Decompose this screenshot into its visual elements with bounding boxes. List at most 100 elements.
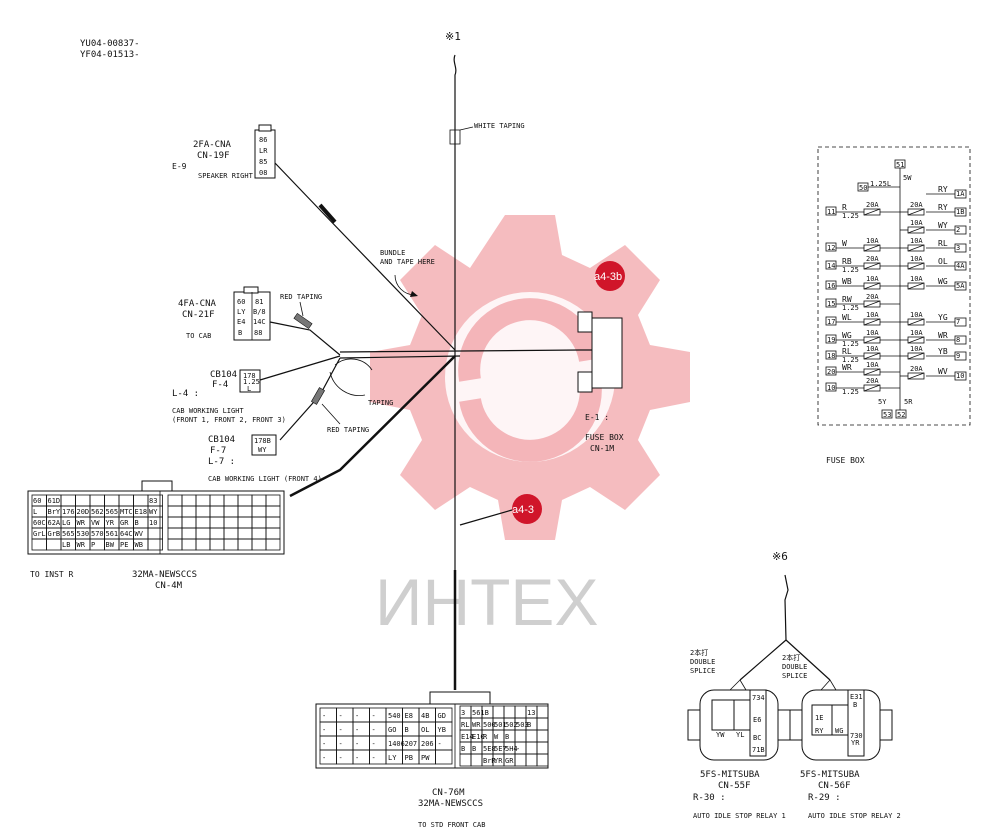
svg-text:YW: YW [716, 731, 725, 739]
fuse-left-terminal-label: 11 [827, 208, 835, 216]
cn76m-cell-label: - [372, 712, 376, 720]
fuse-left-wire-color: WB [842, 277, 852, 286]
cn55f-ref: R-30 : [693, 793, 726, 803]
cn4m-cell-label: P [91, 541, 95, 549]
fuse-right-terminal-label: 2 [956, 226, 960, 234]
fuse-right-wire-color: WY [938, 221, 948, 230]
cn76m-cell-label: LY [388, 754, 397, 762]
fuse-left-wire-size: 1.25 [842, 356, 859, 364]
svg-text:71B: 71B [752, 746, 765, 754]
cn76m-cell-label: BrR [483, 757, 496, 765]
svg-text:WY: WY [258, 446, 267, 454]
f7-code: F-7 [210, 446, 226, 456]
cn4m-cell-label: 561 [106, 530, 119, 538]
pin-a4-3[interactable]: a4-3 [459, 494, 542, 526]
cn4m-cell-label: 83 [149, 497, 157, 505]
cn76m-cell-label: GR [505, 757, 514, 765]
cn4m-cell-label: WY [149, 508, 158, 516]
svg-text:B: B [238, 329, 242, 337]
pin-a4-3b[interactable]: a4-3b [594, 261, 625, 291]
branch-speaker [274, 162, 456, 351]
cn19f-desc: SPEAKER RIGHT [198, 172, 254, 180]
cn76m-cell-label: B [472, 745, 476, 753]
cn76m-cell-label: 3 [461, 709, 465, 717]
svg-text:E6: E6 [753, 716, 761, 724]
fuse-right-terminal-label: 3 [956, 244, 960, 252]
cn76m-cell-label: 502 [505, 721, 518, 729]
cn76m-cell-label: WR [472, 721, 481, 729]
cn4m-cell-label: B [135, 519, 139, 527]
cn55f-name: 5FS-MITSUBA [700, 770, 760, 780]
fuse-right-rating: 20A [910, 365, 923, 373]
cn76m-cell-label: - [355, 726, 359, 734]
svg-text:60: 60 [237, 298, 245, 306]
fuse-left-wire-color: WG [842, 331, 852, 340]
splice-a-2: DOUBLE [690, 658, 715, 666]
fuse-left-terminal [825, 350, 837, 360]
svg-text:YR: YR [851, 739, 860, 747]
svg-text:WG: WG [835, 727, 843, 735]
cn76m-cell-label: 501 [494, 721, 507, 729]
cn4m-cell-label: 10 [149, 519, 157, 527]
splice-b-3: SPLICE [782, 672, 807, 680]
cn76m-cell-label: B [405, 726, 409, 734]
cn4m-cell-label: 60C [33, 519, 46, 527]
cn76m-cell-label: - [322, 754, 326, 762]
cn1m-ref: E-1 : [585, 413, 609, 422]
fuse-left-wire-color: R [842, 203, 847, 212]
cn76m-cell [536, 753, 549, 767]
fuse-bottom-terminal-label: 53 [883, 411, 891, 419]
fuse-left-rating: 10A [866, 361, 879, 369]
cn76m-cell-label: E8 [405, 712, 413, 720]
cn55f-relay: 734 E6 YW YL BC 71B [687, 689, 791, 761]
fuse-left-terminal [825, 298, 837, 308]
fuse-left-terminal-label: 10 [827, 384, 835, 392]
fuse-left-terminal-label: 17 [827, 318, 835, 326]
cn4m-cell-label: 62A [48, 519, 61, 527]
doc-code-1: YU04-00837- [80, 39, 140, 49]
cn4m-cell-label: LB [62, 541, 70, 549]
svg-text:178B: 178B [254, 437, 271, 445]
svg-text:L: L [247, 385, 251, 393]
fuse-right-wire-color: WR [938, 331, 948, 340]
svg-text:1E: 1E [815, 714, 823, 722]
fuse-bottom-terminal [895, 409, 907, 419]
fuse-left-rating: 10A [866, 275, 879, 283]
cn76m-cell-label: YB [438, 726, 446, 734]
cn76m-cell-label: 540 [388, 712, 401, 720]
cn4m-cell-label: MTC [120, 508, 133, 516]
white-taping-label: WHITE TAPING [474, 122, 525, 130]
f4-connector: 178 1.25 L [239, 369, 261, 393]
cn4m-cell-label: LG [62, 519, 70, 527]
splice-a-3: SPLICE [690, 667, 715, 675]
doc-code-2: YF04-01513- [80, 50, 140, 60]
fuse-right-wire-color: WV [938, 367, 948, 376]
cn4m-desc: TO INST R [30, 570, 74, 579]
fuse-right-wire-color: OL [938, 257, 948, 266]
fuse-left-wire-size: 1.25 [842, 340, 859, 348]
cn4m-cell-label: E18 [135, 508, 148, 516]
cn21f-desc: TO CAB [186, 332, 211, 340]
svg-text:14C: 14C [253, 318, 266, 326]
cn4m-cell-label: WR [77, 541, 86, 549]
cn76m-cell-label: - [339, 726, 343, 734]
fuse-top-terminal-label: 1.25L [870, 180, 891, 188]
cn76m-cell-label: 4B [421, 712, 429, 720]
cn76m-cell-label: - [339, 740, 343, 748]
cn19f-name: 2FA-CNA [193, 140, 232, 150]
svg-text:B/8: B/8 [253, 308, 266, 316]
cn76m-cell-label: 5H4 [505, 745, 518, 753]
bundle-label: BUNDLE [380, 249, 405, 257]
fuse-left-terminal [825, 206, 837, 216]
watermark-text: ИНТЕХ [375, 565, 598, 639]
fuse-right-rating: 10A [910, 345, 923, 353]
cn76m-cell-label: W [494, 733, 499, 741]
fuse-left-terminal-label: 15 [827, 300, 835, 308]
white-taping-mark [449, 129, 461, 145]
svg-text:LY: LY [237, 308, 246, 316]
cn76m-cell-label: - [339, 712, 343, 720]
